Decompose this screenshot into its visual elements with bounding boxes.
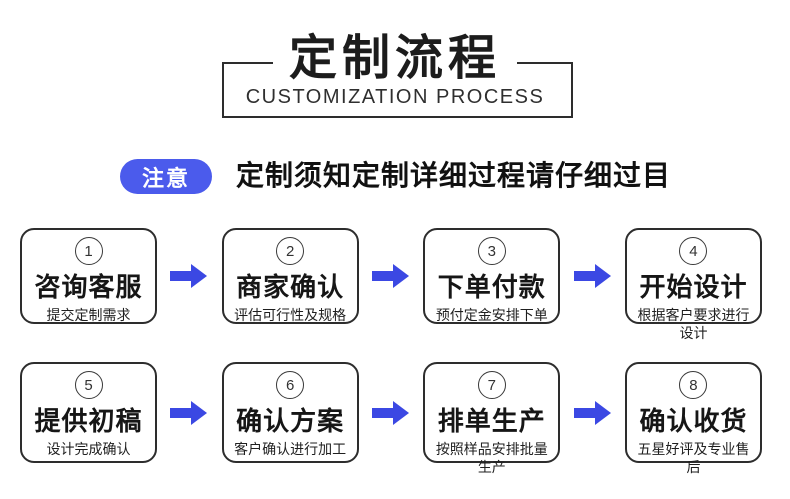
step-description: 客户确认进行加工: [234, 441, 347, 457]
step-number-badge: 4: [679, 237, 708, 265]
step-card-2: 2 商家确认 评估可行性及规格: [221, 228, 359, 324]
arrow-right-icon: [371, 263, 410, 289]
page-title: 定制流程: [0, 18, 790, 88]
step-title: 开始设计: [639, 272, 748, 302]
step-title: 确认方案: [236, 406, 345, 436]
step-number-badge: 3: [477, 237, 506, 265]
notice-badge: 注意: [120, 159, 212, 194]
arrow-right-icon: [170, 263, 208, 289]
step-description: 预付定金安排下单: [435, 307, 548, 323]
arrow-right-icon: [170, 400, 208, 426]
step-number-badge: 6: [276, 371, 305, 399]
step-description: 五星好评及专业售后: [637, 441, 750, 476]
step-number-badge: 1: [74, 237, 103, 265]
page-subtitle: CUSTOMIZATION PROCESS: [245, 86, 545, 108]
step-number-badge: 8: [679, 371, 708, 399]
page-title-text: 定制流程: [272, 18, 517, 88]
step-title: 提供初稿: [34, 406, 143, 436]
step-card-7: 7 排单生产 按照样品安排批量生产: [423, 362, 561, 475]
step-description: 评估可行性及规格: [234, 307, 347, 323]
step-title: 商家确认: [236, 272, 345, 302]
arrow-right-icon: [371, 400, 410, 426]
steps-row-1: 1 咨询客服 提交定制需求 2 商家确认 评估可行性及规格 3 下单付款 预付定…: [20, 228, 762, 341]
step-description: 提交定制需求: [46, 307, 131, 323]
step-title: 下单付款: [437, 272, 546, 302]
arrow-right-icon: [573, 263, 612, 289]
step-title: 确认收货: [639, 406, 748, 436]
step-number-badge: 5: [74, 371, 103, 399]
step-title: 咨询客服: [34, 272, 143, 302]
step-card-4: 4 开始设计 根据客户要求进行设计: [624, 228, 762, 341]
step-description: 设计完成确认: [46, 441, 131, 457]
arrow-right-icon: [573, 400, 612, 426]
step-description: 根据客户要求进行设计: [637, 307, 750, 342]
step-card-6: 6 确认方案 客户确认进行加工: [221, 362, 359, 463]
step-card-3: 3 下单付款 预付定金安排下单: [423, 228, 561, 324]
step-card-5: 5 提供初稿 设计完成确认: [20, 362, 157, 463]
notice-text: 定制须知定制详细过程请仔细过目: [236, 160, 672, 191]
step-number-badge: 7: [477, 371, 506, 399]
step-number-badge: 2: [276, 237, 305, 265]
step-description: 按照样品安排批量生产: [435, 441, 548, 476]
step-title: 排单生产: [437, 406, 546, 436]
step-card-8: 8 确认收货 五星好评及专业售后: [624, 362, 762, 475]
step-card-1: 1 咨询客服 提交定制需求: [20, 228, 157, 324]
steps-row-2: 5 提供初稿 设计完成确认 6 确认方案 客户确认进行加工 7 排单生产 按照样…: [20, 362, 762, 475]
